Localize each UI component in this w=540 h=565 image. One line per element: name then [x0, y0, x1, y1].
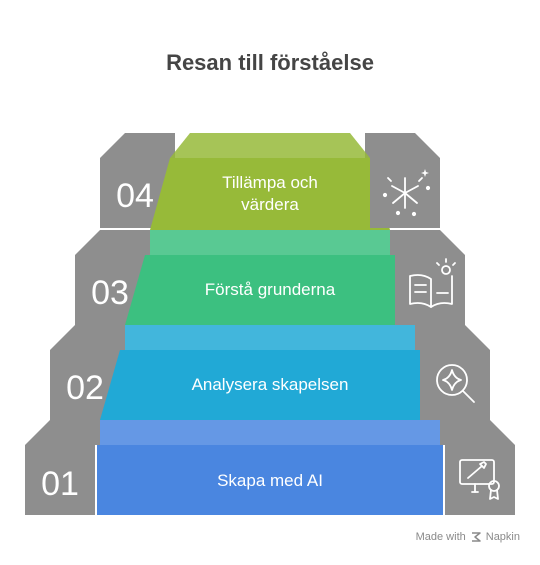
step-02-left-top — [50, 325, 125, 350]
step-03-top-face — [150, 230, 390, 255]
step-03-right-top — [390, 230, 465, 255]
step-01-bar — [97, 445, 443, 515]
step-01-right-top — [440, 420, 515, 445]
step-01-number-block — [25, 445, 95, 515]
magnifier-sparkle-icon — [436, 364, 475, 403]
step-02-top-face — [125, 325, 415, 350]
step-04-left-top — [100, 133, 175, 158]
step-01-number: 01 — [41, 465, 79, 503]
step-01-top-face — [100, 420, 440, 445]
footer-brand: Napkin — [485, 531, 520, 543]
step-02-bar — [100, 350, 440, 420]
computer-certificate-icon — [459, 459, 500, 500]
step-01-label: Skapa med AI — [217, 471, 323, 490]
fireworks-icon — [382, 169, 431, 217]
step-04-top-face — [170, 133, 370, 158]
step-01-left-top — [25, 420, 100, 445]
footer-credit: Made with Napkin — [416, 531, 520, 543]
step-02-right-top — [415, 325, 490, 350]
step-02: 02 Analysera skapelsen — [50, 325, 490, 420]
step-03-icon-block — [395, 255, 465, 325]
step-04-bar — [150, 158, 390, 230]
step-04-label-line-1: Tillämpa och — [222, 173, 318, 192]
step-03: 03 Förstå grunderna — [75, 230, 465, 325]
book-lightbulb-icon — [409, 258, 456, 308]
step-01: 01 Skapa med AI — [25, 420, 515, 515]
step-03-bar — [125, 255, 415, 325]
step-04-label-line-2: värdera — [241, 195, 299, 214]
step-04-right-top — [365, 133, 440, 158]
step-03-number: 03 — [91, 274, 129, 312]
step-02-number: 02 — [66, 369, 104, 407]
step-02-label: Analysera skapelsen — [192, 375, 349, 394]
step-04-number: 04 — [116, 177, 154, 215]
step-01-icon-block — [445, 445, 515, 515]
diagram-title: Resan till förståelse — [166, 50, 374, 75]
step-04: 04 Tillämpa och värdera — [100, 133, 440, 230]
napkin-logo-icon — [471, 532, 481, 542]
footer-made-with: Made with — [415, 531, 466, 543]
step-03-left-top — [75, 230, 150, 255]
step-03-label: Förstå grunderna — [205, 280, 336, 299]
